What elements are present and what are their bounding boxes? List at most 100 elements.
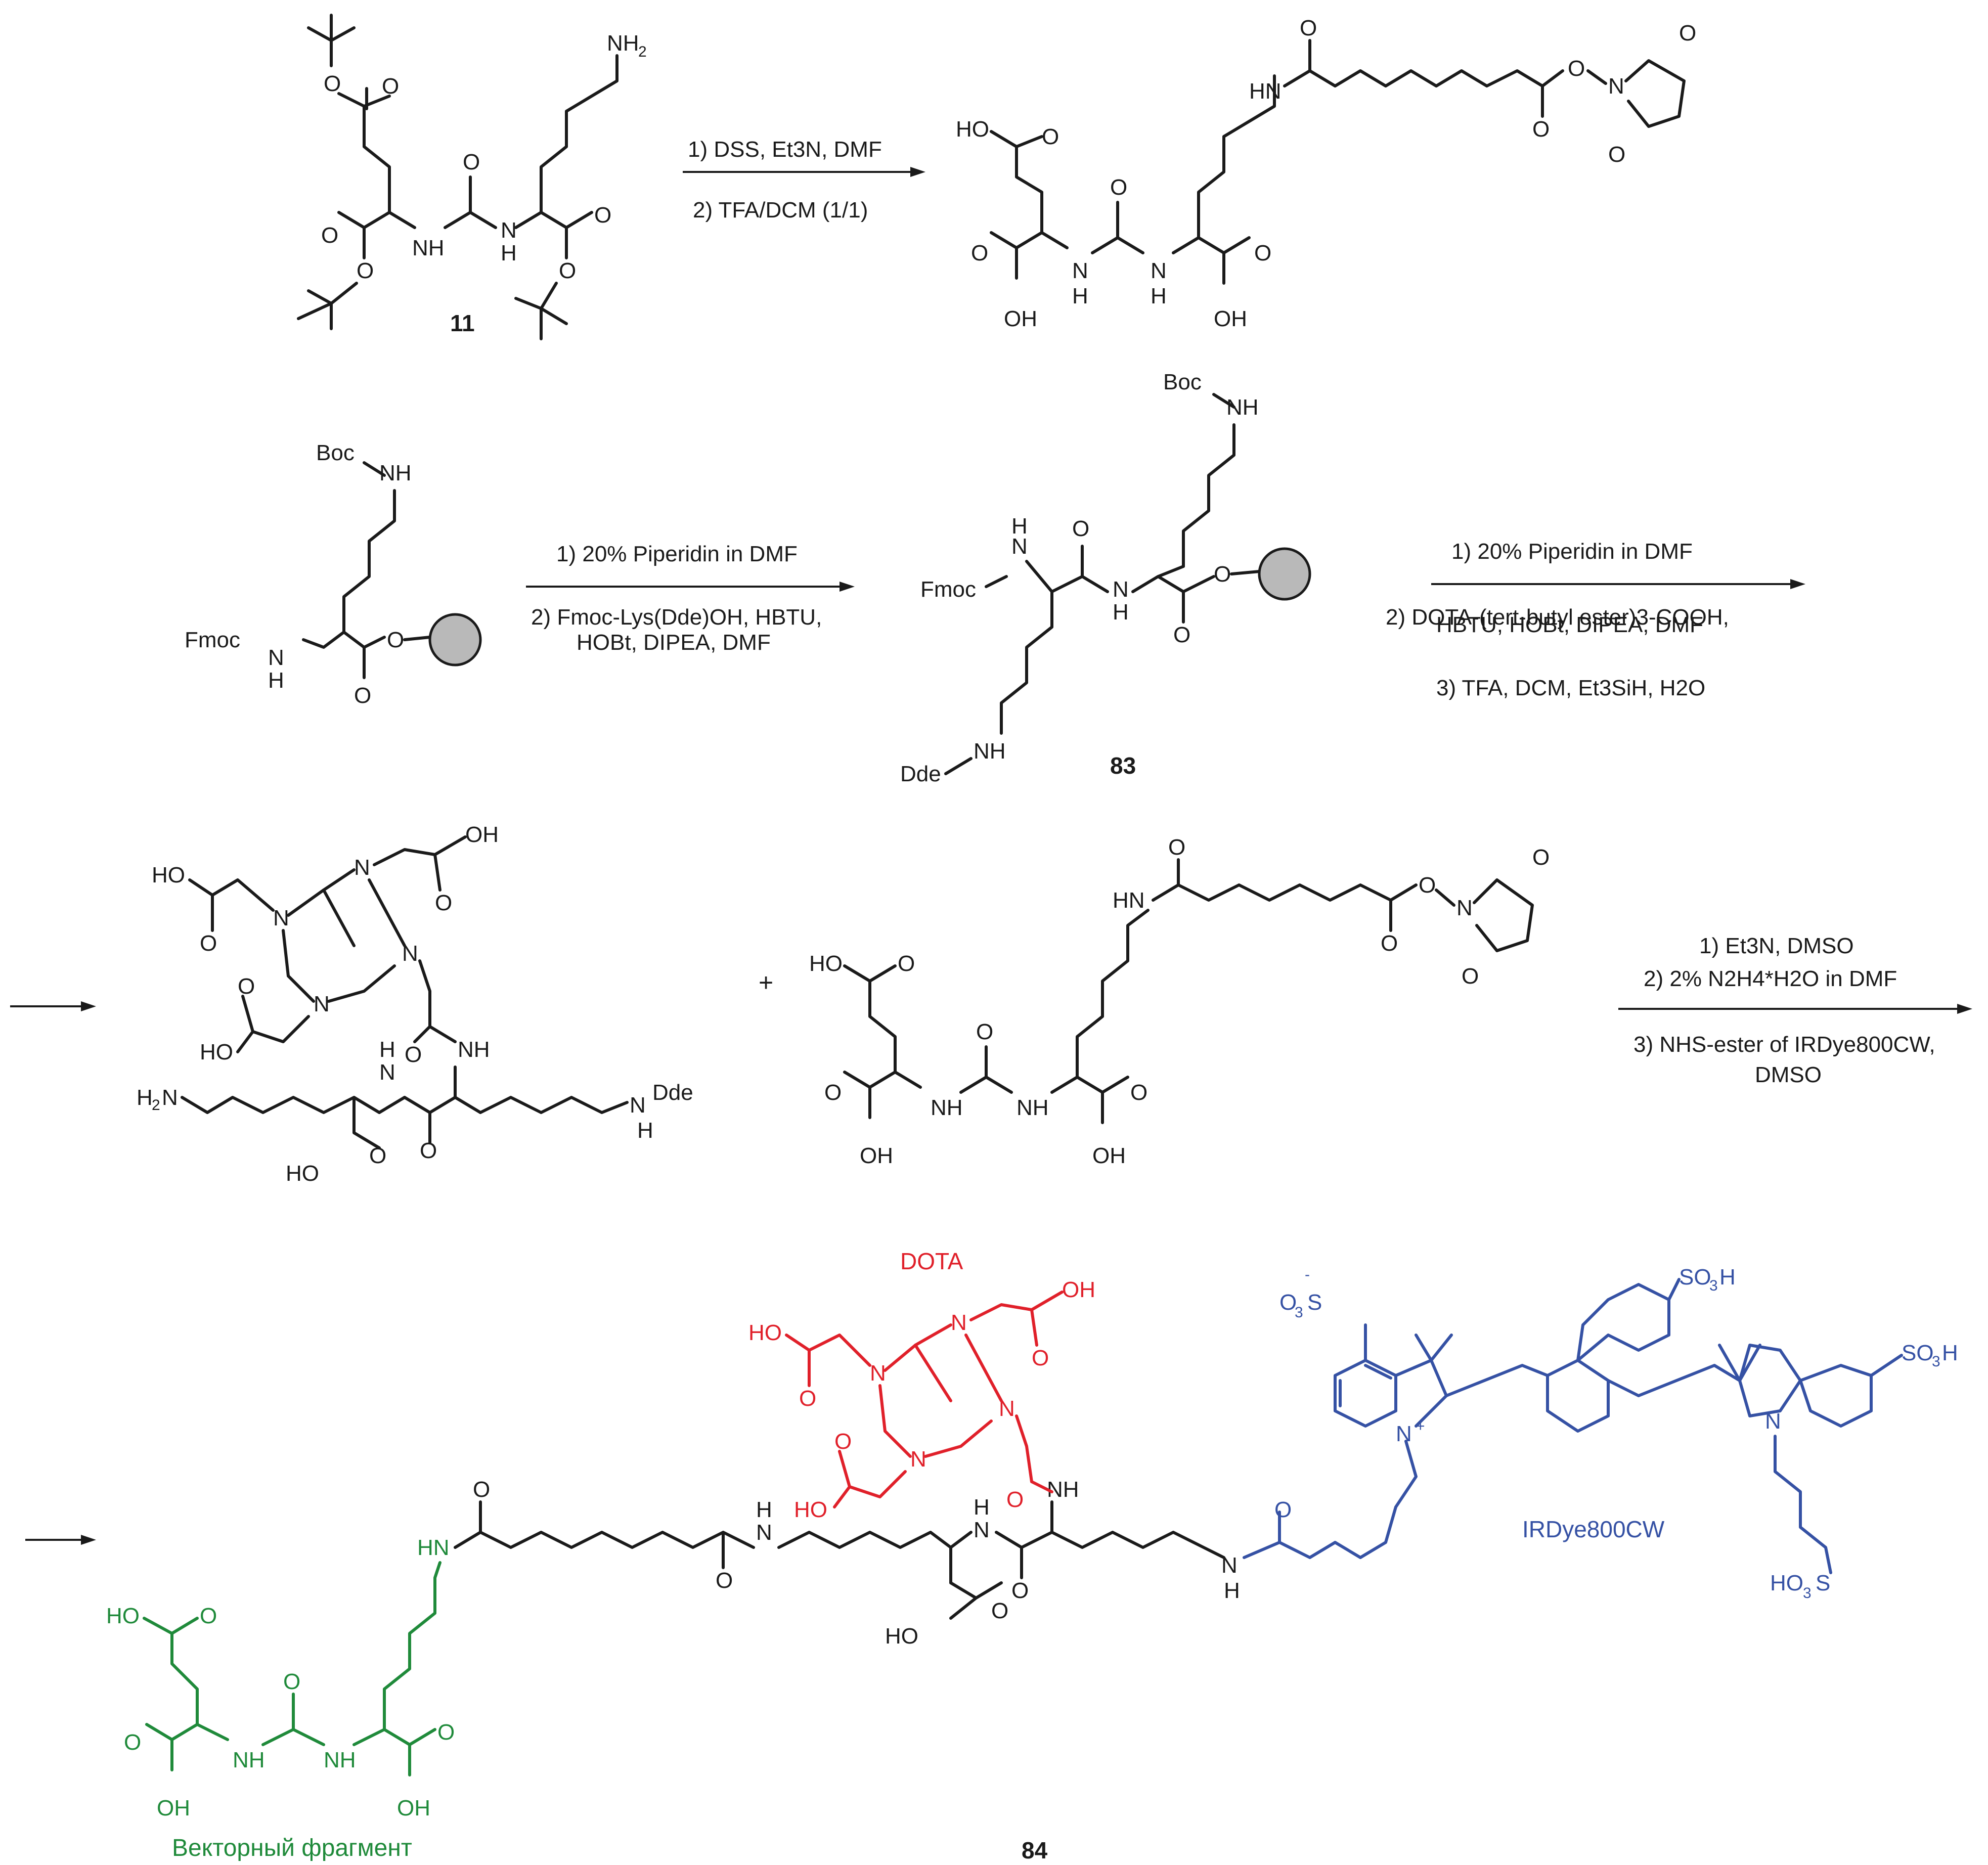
svg-text:N: N bbox=[402, 941, 418, 966]
svg-text:O: O bbox=[594, 203, 611, 228]
svg-text:O: O bbox=[200, 1604, 217, 1628]
svg-text:OH: OH bbox=[860, 1143, 893, 1168]
reaction-2-condition-3: HOBt, DIPEA, DMF bbox=[577, 630, 771, 655]
svg-text:O: O bbox=[1381, 931, 1398, 956]
svg-text:N: N bbox=[1456, 896, 1473, 920]
svg-text:N: N bbox=[379, 1060, 395, 1085]
urea-nhs-ester-structure: HO O O OH NH O NH HN O O O N O O O OH bbox=[809, 835, 1550, 1168]
dota-label: DOTA bbox=[900, 1248, 963, 1274]
svg-text:OH: OH bbox=[1062, 1277, 1095, 1302]
svg-text:O: O bbox=[1173, 623, 1190, 647]
svg-text:2: 2 bbox=[638, 43, 647, 60]
svg-text:NH: NH bbox=[1226, 395, 1259, 420]
svg-text:H: H bbox=[1942, 1341, 1958, 1365]
svg-text:HN: HN bbox=[1113, 888, 1145, 913]
svg-text:O: O bbox=[200, 931, 217, 956]
svg-text:O: O bbox=[1274, 1497, 1292, 1522]
svg-text:HO: HO bbox=[956, 117, 989, 142]
svg-text:N: N bbox=[756, 1520, 772, 1545]
svg-text:H: H bbox=[756, 1497, 772, 1522]
svg-text:O: O bbox=[976, 1019, 993, 1044]
reaction-2-condition-2: 2) Fmoc-Lys(Dde)OH, HBTU, bbox=[531, 605, 822, 630]
svg-text:O: O bbox=[1130, 1080, 1147, 1105]
svg-text:O: O bbox=[382, 74, 399, 99]
reaction-3-condition-1: 1) 20% Piperidin in DMF bbox=[1451, 539, 1693, 564]
svg-text:O: O bbox=[387, 628, 404, 652]
svg-text:OH: OH bbox=[1004, 306, 1037, 331]
svg-text:N: N bbox=[273, 906, 289, 930]
svg-text:NH: NH bbox=[1017, 1095, 1049, 1120]
reaction-arrow-1-head bbox=[910, 167, 925, 177]
svg-text:N: N bbox=[910, 1447, 926, 1472]
svg-text:O: O bbox=[357, 258, 374, 283]
svg-text:HO: HO bbox=[748, 1320, 782, 1345]
svg-text:N: N bbox=[1011, 534, 1028, 559]
plus-sign: + bbox=[759, 968, 773, 997]
svg-text:Fmoc: Fmoc bbox=[185, 628, 240, 652]
svg-text:O: O bbox=[1214, 562, 1231, 587]
svg-text:O: O bbox=[716, 1568, 733, 1593]
svg-text:O: O bbox=[420, 1138, 437, 1163]
svg-text:HO: HO bbox=[106, 1604, 140, 1628]
svg-text:HO: HO bbox=[152, 863, 185, 887]
linker-structure: O O N H HO O N H O NH N H bbox=[454, 1477, 1240, 1649]
compound-84-label: 84 bbox=[1022, 1837, 1048, 1863]
compound-83-structure: Boc NH N H Fmoc O N H O O NH Dde bbox=[900, 370, 1311, 786]
svg-text:O: O bbox=[321, 223, 338, 248]
svg-text:N: N bbox=[1151, 258, 1167, 283]
svg-text:O: O bbox=[1462, 964, 1479, 989]
svg-text:H: H bbox=[268, 668, 284, 693]
svg-text:O: O bbox=[1300, 16, 1317, 40]
reaction-3-condition-2: 2) DOTA-(tert-butyl ester)3-COOH, bbox=[1386, 605, 1729, 630]
vector-fragment-label: Векторный фрагмент bbox=[172, 1835, 412, 1861]
svg-text:O: O bbox=[1532, 845, 1550, 870]
svg-text:HO: HO bbox=[885, 1624, 918, 1649]
svg-text:Dde: Dde bbox=[900, 762, 941, 786]
svg-text:O: O bbox=[369, 1143, 386, 1168]
svg-text:H: H bbox=[379, 1037, 395, 1062]
svg-text:3: 3 bbox=[1932, 1353, 1940, 1370]
svg-text:O: O bbox=[463, 150, 480, 174]
svg-text:OH: OH bbox=[1092, 1143, 1126, 1168]
resin-bound-lysine-structure: Boc NH Fmoc N H O O bbox=[185, 440, 482, 708]
svg-text:O: O bbox=[238, 974, 255, 999]
product-nhs-ester-structure: HO O O OH N H O N H HN O O O N O O O OH bbox=[956, 16, 1696, 331]
svg-text:O: O bbox=[1032, 1346, 1049, 1370]
svg-text:N: N bbox=[951, 1310, 967, 1335]
svg-text:O: O bbox=[1419, 873, 1436, 898]
svg-text:NH: NH bbox=[1047, 1477, 1079, 1502]
svg-text:O: O bbox=[898, 951, 915, 976]
resin-bead-1 bbox=[428, 613, 482, 667]
svg-text:N: N bbox=[1113, 577, 1129, 602]
svg-text:O: O bbox=[1254, 241, 1271, 265]
svg-text:-: - bbox=[1305, 1266, 1310, 1283]
svg-text:O: O bbox=[283, 1669, 300, 1694]
svg-text:O: O bbox=[473, 1477, 490, 1502]
svg-text:NH: NH bbox=[607, 31, 639, 56]
svg-text:O: O bbox=[1110, 175, 1127, 200]
svg-text:OH: OH bbox=[1214, 306, 1247, 331]
svg-text:N: N bbox=[1608, 74, 1624, 99]
svg-text:O: O bbox=[1072, 516, 1089, 541]
svg-text:HO: HO bbox=[794, 1497, 827, 1522]
svg-text:NH: NH bbox=[412, 236, 445, 260]
svg-text:OH: OH bbox=[397, 1796, 430, 1820]
svg-text:N: N bbox=[1396, 1422, 1412, 1446]
svg-text:N: N bbox=[501, 218, 517, 243]
reaction-1-condition-1: 1) DSS, Et3N, DMF bbox=[688, 137, 882, 162]
svg-text:O: O bbox=[991, 1598, 1008, 1623]
svg-text:NH: NH bbox=[379, 461, 412, 485]
svg-text:O: O bbox=[435, 891, 452, 915]
svg-text:SO: SO bbox=[1902, 1341, 1934, 1365]
svg-text:O: O bbox=[1568, 56, 1585, 81]
svg-text:O: O bbox=[834, 1429, 852, 1454]
irdye800cw-label: IRDye800CW bbox=[1522, 1516, 1665, 1542]
svg-text:HN: HN bbox=[1249, 79, 1282, 104]
svg-text:O: O bbox=[799, 1386, 816, 1411]
svg-text:H: H bbox=[1113, 600, 1129, 625]
continuation-arrow-1-head bbox=[81, 1001, 96, 1011]
svg-text:H: H bbox=[974, 1495, 990, 1520]
svg-text:O: O bbox=[405, 1042, 422, 1067]
reaction-1-condition-2: 2) TFA/DCM (1/1) bbox=[693, 198, 868, 223]
svg-text:OH: OH bbox=[465, 822, 499, 847]
